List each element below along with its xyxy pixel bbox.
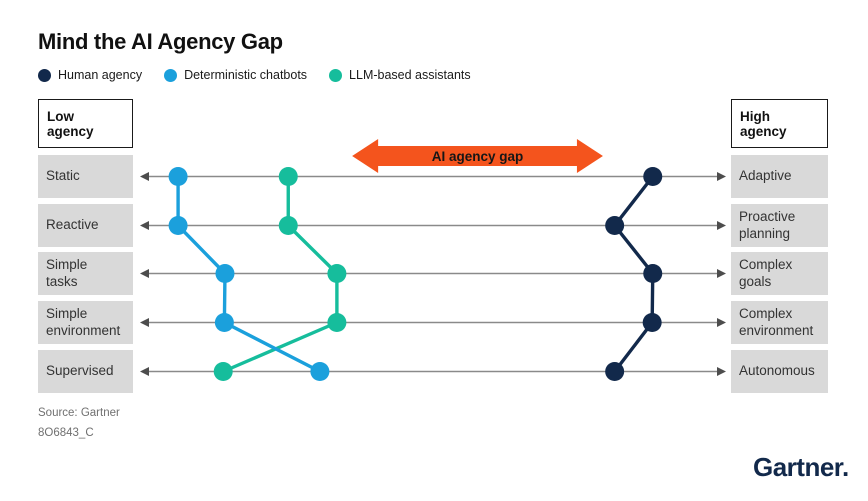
- legend-label: LLM-based assistants: [349, 68, 471, 82]
- point-human-agency-row-4: [642, 313, 662, 332]
- right-arrowhead-icon: [717, 172, 726, 181]
- point-deterministic-chatbots-row-3: [215, 264, 235, 283]
- left-row-simple-tasks: Simple tasks: [38, 252, 133, 295]
- legend-dot-icon: [329, 68, 343, 82]
- legend-label: Human agency: [58, 68, 143, 82]
- legend-item-human-agency: Human agency: [38, 68, 142, 82]
- point-llm-based-assistants-row-4: [327, 313, 347, 332]
- right-arrowhead-icon: [717, 367, 726, 376]
- point-llm-based-assistants-row-3: [327, 264, 347, 283]
- left-row-reactive: Reactive: [38, 204, 133, 247]
- legend-dot-icon: [38, 68, 51, 82]
- right-row-complex-goals: Complex goals: [731, 252, 828, 295]
- source-id: 8O6843_C: [38, 427, 94, 440]
- page-title: Mind the AI Agency Gap: [38, 29, 283, 54]
- source-note: Source: Gartner 8O6843_C: [38, 403, 120, 443]
- right-row-proactive-planning: Proactive planning: [731, 204, 828, 247]
- gartner-logo: Gartner.: [753, 452, 849, 482]
- point-llm-based-assistants-row-5: [213, 362, 233, 381]
- right-row-autonomous: Autonomous: [731, 350, 828, 393]
- point-human-agency-row-2: [605, 216, 625, 235]
- legend-label: Deterministic chatbots: [184, 68, 308, 82]
- point-deterministic-chatbots-row-1: [168, 167, 188, 186]
- left-arrowhead-icon: [140, 367, 149, 376]
- legend: Human agency Deterministic chatbots LLM-ba…: [38, 68, 471, 82]
- point-deterministic-chatbots-row-5: [310, 362, 330, 381]
- low-agency-header: Low agency: [38, 99, 133, 148]
- point-human-agency-row-1: [643, 167, 663, 186]
- point-deterministic-chatbots-row-4: [214, 313, 234, 332]
- point-llm-based-assistants-row-2: [278, 216, 298, 235]
- legend-dot-icon: [164, 68, 178, 82]
- point-llm-based-assistants-row-1: [278, 167, 298, 186]
- left-row-simple-environment: Simple environment: [38, 301, 133, 344]
- left-arrowhead-icon: [140, 269, 149, 278]
- left-arrowhead-icon: [140, 172, 149, 181]
- point-human-agency-row-5: [605, 362, 625, 381]
- left-arrowhead-icon: [140, 318, 149, 327]
- ai-agency-gap-label: AI agency gap: [432, 149, 524, 164]
- point-human-agency-row-3: [643, 264, 663, 283]
- right-arrowhead-icon: [717, 269, 726, 278]
- source-line: Source: Gartner: [38, 407, 120, 419]
- ai-agency-gap-arrow: [352, 139, 603, 173]
- point-deterministic-chatbots-row-2: [168, 216, 188, 235]
- right-arrowhead-icon: [717, 221, 726, 230]
- right-arrowhead-icon: [717, 318, 726, 327]
- legend-item-llm-based-assistants: LLM-based assistants: [329, 68, 471, 82]
- high-agency-header: High agency: [731, 99, 828, 148]
- right-row-adaptive: Adaptive: [731, 155, 828, 198]
- legend-item-deterministic-chatbots: Deterministic chatbots: [164, 68, 307, 82]
- right-row-complex-environment: Complex environment: [731, 301, 828, 344]
- left-row-static: Static: [38, 155, 133, 198]
- left-arrowhead-icon: [140, 221, 149, 230]
- left-row-supervised: Supervised: [38, 350, 133, 393]
